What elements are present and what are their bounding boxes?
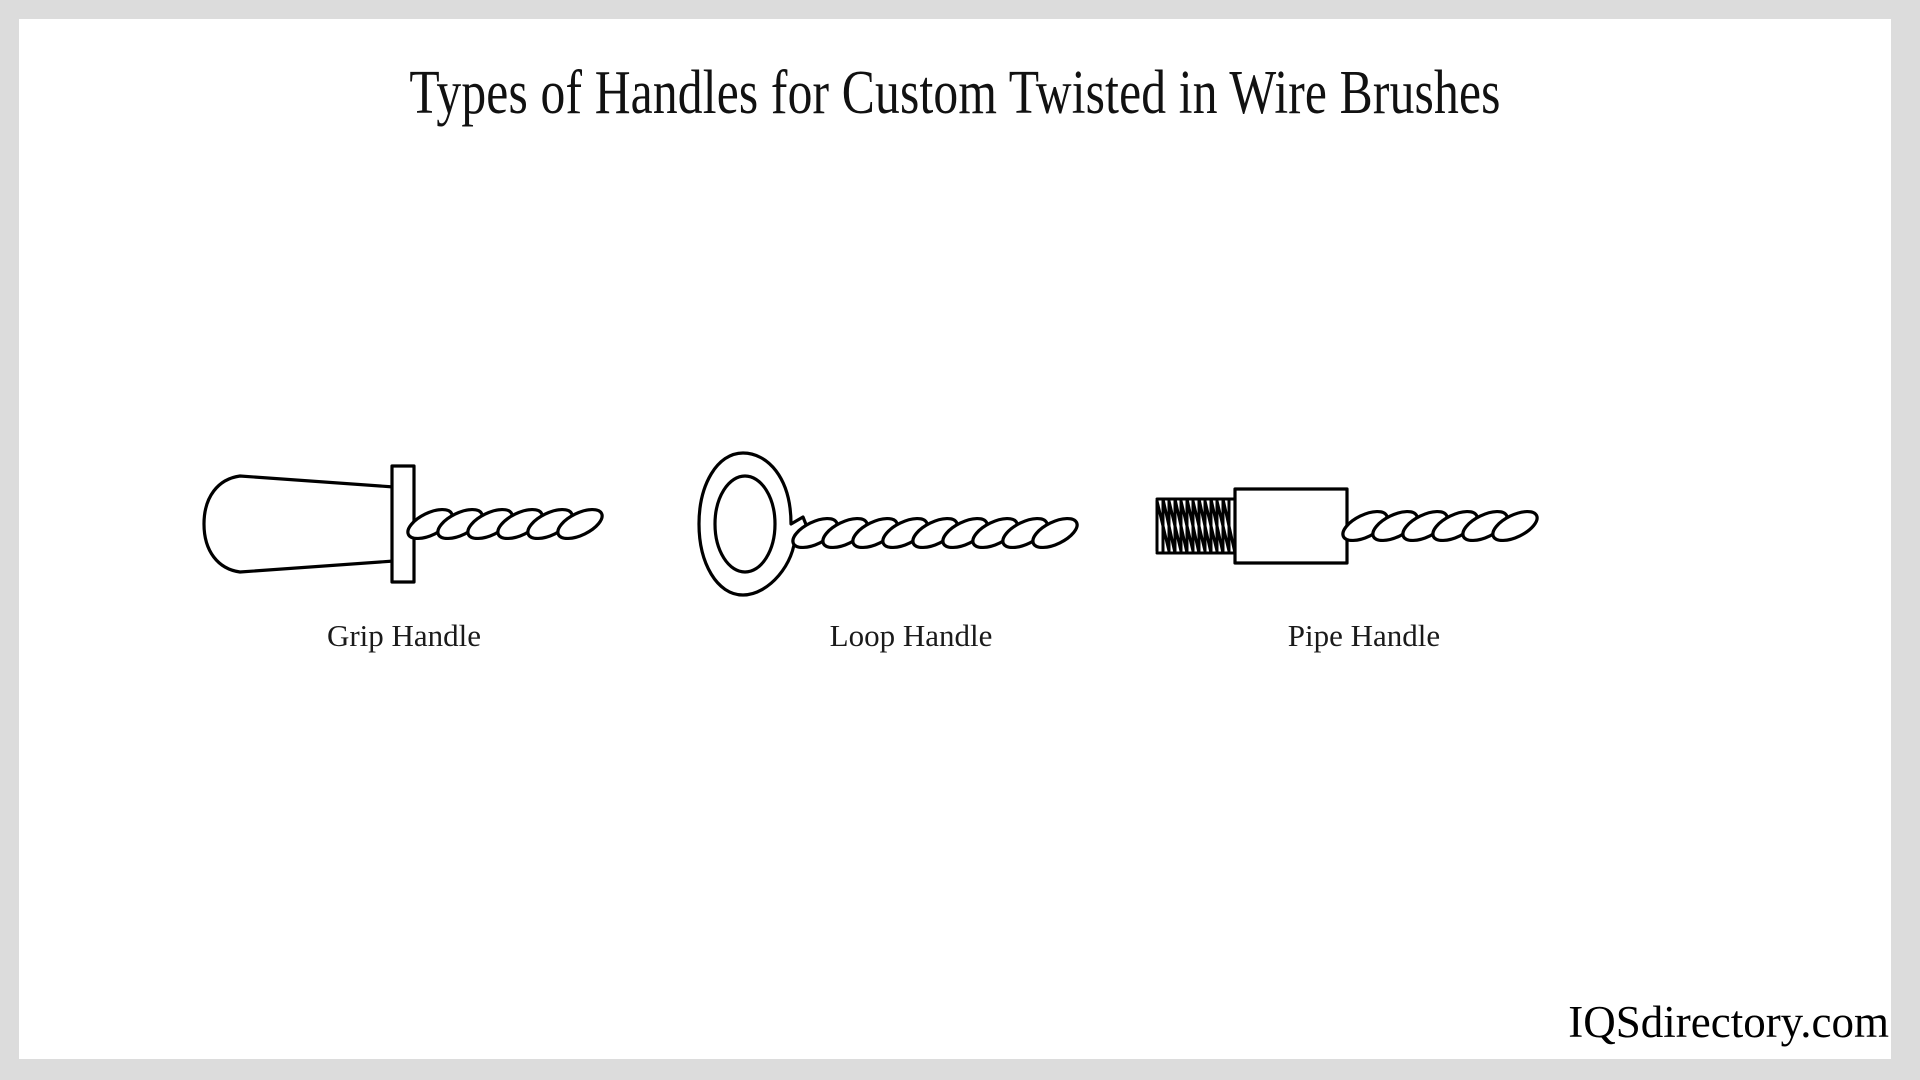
loop-handle-illustration: [697, 451, 1079, 597]
wire-loop-ring: [697, 451, 809, 597]
twisted-wire-shaft: [1341, 509, 1539, 543]
twisted-wire-shaft: [406, 507, 604, 541]
figure-label-pipe-handle: Pipe Handle: [1287, 618, 1441, 653]
threaded-section: [1155, 497, 1237, 555]
diagram-card: Types of Handles for Custom Twisted in W…: [19, 19, 1891, 1059]
figure-loop-handle: Loop Handle: [691, 439, 1131, 699]
figure-pipe-handle: Pipe Handle: [1149, 439, 1579, 699]
figure-label-loop-handle: Loop Handle: [829, 618, 993, 653]
pipe-tube-body: [1233, 487, 1349, 565]
tapered-grip-body: [202, 474, 396, 574]
figure-grip-handle: Grip Handle: [174, 439, 634, 699]
figures-row: Grip Handle: [19, 439, 1891, 699]
pipe-handle-illustration: [1155, 487, 1539, 565]
figure-label-grip-handle: Grip Handle: [326, 618, 482, 653]
twisted-wire-shaft: [791, 516, 1079, 550]
grip-handle-illustration: [202, 464, 604, 584]
watermark-brand: IQSdirectory.com: [1568, 997, 1889, 1047]
page-title: Types of Handles for Custom Twisted in W…: [409, 59, 1501, 127]
